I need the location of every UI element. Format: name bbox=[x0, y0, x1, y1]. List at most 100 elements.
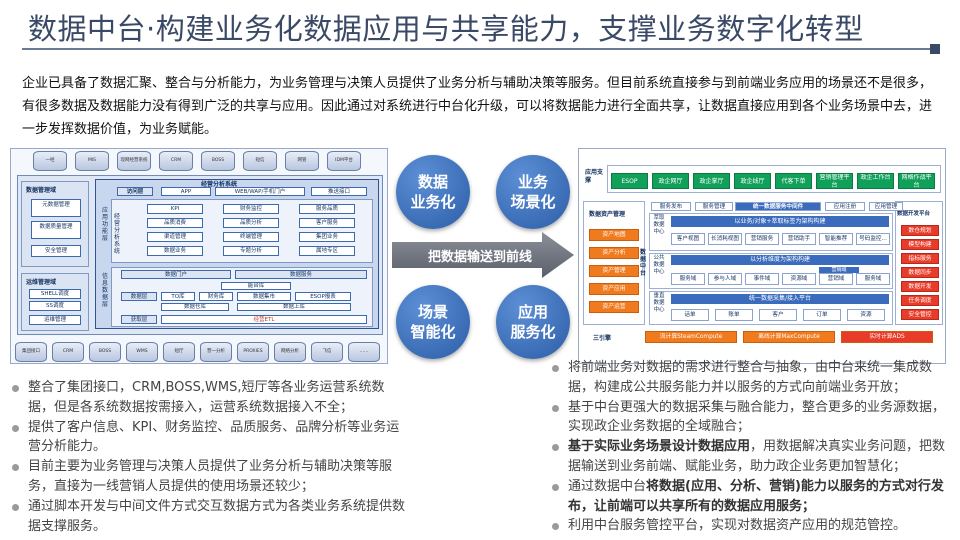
collect-layer-label: 获取层 bbox=[121, 315, 157, 324]
circle-4-line2: 服务化 bbox=[510, 323, 556, 341]
circle-1-line1: 数据 bbox=[417, 173, 448, 191]
app-support-item: 政企线厅 bbox=[734, 173, 771, 189]
extract-item: 营销服务 bbox=[745, 233, 779, 245]
bottom-source-db: 网络分析 bbox=[274, 342, 306, 362]
shell-scheduling: SHELL调度 bbox=[29, 289, 81, 299]
data-layer-item: TO库 bbox=[161, 292, 195, 301]
current-state-bullets: 整合了集团接口，CRM,BOSS,WMS,短厅等各业务运营系统数据，但是各系统数… bbox=[10, 378, 408, 536]
middleware-tab: 应用管理 bbox=[869, 202, 903, 211]
bottom-source-db: WMS bbox=[126, 342, 158, 362]
function-item: 服务品质 bbox=[299, 204, 355, 214]
top-source-db: BOSS bbox=[201, 151, 235, 171]
public-center bbox=[649, 253, 893, 289]
public-item: 营销域 bbox=[819, 273, 853, 285]
page-title: 数据中台·构建业务化数据应用与共享能力，支撑业务数字化转型 bbox=[28, 12, 864, 46]
asset-title: 数据资产管理 bbox=[589, 211, 626, 218]
access-layer-item: APP bbox=[161, 187, 211, 196]
top-source-db: 一经 bbox=[33, 151, 67, 171]
data-middle-platform-diagram: 应用支撑 数据资产管理 数据开发平台 数据中台 萃取数据中心 以业务/对象+萃取… bbox=[578, 148, 946, 364]
function-item: 财务监控 bbox=[223, 204, 279, 214]
asset-item: 资产分析 bbox=[589, 247, 639, 259]
vertical-item: 话单 bbox=[671, 309, 709, 321]
circle-data-businessization: 数据业务化 bbox=[396, 155, 470, 229]
middleware-tab: 统一数据服务中间件 bbox=[735, 202, 821, 211]
app-support-item: 政企工作台 bbox=[857, 173, 894, 189]
etl-bar: 经营ETL bbox=[161, 315, 367, 324]
security-management: 安全管理 bbox=[31, 245, 81, 257]
dev-item: 数据同步 bbox=[901, 267, 939, 278]
bottom-source-db: PROXIES bbox=[237, 342, 269, 362]
asset-item: 资产管理 bbox=[589, 265, 639, 277]
function-item: KPI bbox=[147, 204, 203, 214]
circle-scenario-intelligence: 场景智能化 bbox=[396, 285, 470, 359]
metadata-management: 元数据管理 bbox=[31, 199, 81, 217]
vertical-center bbox=[649, 291, 893, 325]
data-layer-item: 数据层 bbox=[121, 292, 157, 301]
engine-item: 实时计算ADS bbox=[841, 331, 933, 343]
bottom-source-db: …… bbox=[348, 342, 380, 362]
vertical-item: 资源 bbox=[847, 309, 885, 321]
center-arrow-text: 把数据输送到前线 bbox=[427, 250, 532, 265]
bi-system-side-label: 应用功能层 bbox=[101, 207, 108, 242]
function-item: 品质分析 bbox=[223, 218, 279, 228]
data-layer-item: 财务库 bbox=[199, 292, 233, 301]
dev-item: 指标服务 bbox=[901, 253, 939, 264]
app-support-item: 网格作战平台 bbox=[898, 173, 935, 189]
dev-item: 任务调度 bbox=[901, 295, 939, 306]
data-upper-db: 数据上库 bbox=[237, 303, 351, 311]
app-support-item: 营销管理平台 bbox=[816, 173, 853, 189]
engine-item: 流计算SteamCompute bbox=[645, 331, 737, 343]
public-item: 服务域 bbox=[856, 273, 890, 285]
extract-item: 客户视图 bbox=[671, 233, 705, 245]
right-bullet-item: 基于实际业务场景设计数据应用，用数据解决真实业务问题，把数据输送到业务前端、赋能… bbox=[550, 437, 948, 477]
dev-item: 数仓规划 bbox=[901, 225, 939, 236]
left-bullet-item: 提供了客户信息、KPI、财务监控、品质服务、品牌分析等业务运营分析能力。 bbox=[10, 418, 408, 458]
right-bullet-item: 利用中台服务管控平台，实现对数据资产应用的规范管控。 bbox=[550, 516, 948, 536]
data-management-title: 数据管理域 bbox=[26, 187, 57, 194]
app-support-label: 应用支撑 bbox=[585, 169, 604, 184]
left-bullet-item: 整合了集团接口，CRM,BOSS,WMS,短厅等各业务运营系统数据，但是各系统数… bbox=[10, 378, 408, 418]
circle-business-scenario: 业务场景化 bbox=[496, 155, 570, 229]
dev-panel bbox=[895, 201, 943, 325]
data-service: 数据服务 bbox=[235, 270, 367, 279]
function-layer-label: 经营分析系统 bbox=[113, 213, 120, 255]
right-bullet-item: 将前端业务对数据的需求进行整合与抽象，由中台来统一集成数据，构建成公共服务能力并… bbox=[550, 358, 948, 398]
function-item: 品质消费 bbox=[147, 218, 203, 228]
asset-item: 资产应用 bbox=[589, 283, 639, 295]
public-center-bar: 以分析维度为架构构建 bbox=[671, 255, 889, 265]
right-bullet-strong: 将数据(应用、分析、营销)能力以服务的方式对行发布，让前端可以共享所有的数据应用… bbox=[568, 478, 944, 514]
circle-3-line2: 智能化 bbox=[410, 323, 456, 341]
dev-item: 数据开发 bbox=[901, 281, 939, 292]
app-support-item: 政企网厅 bbox=[652, 173, 689, 189]
top-source-db: 短信 bbox=[243, 151, 277, 171]
app-support-item: 政企掌厅 bbox=[693, 173, 730, 189]
extract-item: 长消耗视图 bbox=[708, 233, 742, 245]
extract-center-bar: 以业务/对象+萃取标签为架构构建 bbox=[671, 216, 889, 227]
center-arrow-icon bbox=[392, 232, 574, 278]
ss-scheduling: SS调度 bbox=[29, 301, 81, 311]
ops-management-title: 运维管理域 bbox=[26, 279, 57, 286]
title-accent-square bbox=[930, 44, 940, 54]
top-source-db: MIS bbox=[75, 151, 109, 171]
asset-item: 资产运营 bbox=[589, 301, 639, 313]
bottom-source-db: 营一分析 bbox=[200, 342, 232, 362]
app-support-item: 代客下单 bbox=[775, 173, 812, 189]
data-layer-side-label: 信息数据层 bbox=[101, 273, 108, 308]
top-source-db: IDM平台 bbox=[327, 151, 361, 171]
asset-item: 资产地图 bbox=[589, 229, 639, 241]
function-item: 数据业务 bbox=[147, 246, 203, 256]
circle-4-line1: 应用 bbox=[517, 303, 548, 321]
right-bullet-item: 通过数据中台将数据(应用、分析、营销)能力以服务的方式对行发布，让前端可以共享所… bbox=[550, 477, 948, 517]
asset-panel bbox=[583, 201, 645, 325]
left-bullet-item: 通过脚本开发与中间文件方式交互数据方式为各类业务系统提供数据支撑服务。 bbox=[10, 497, 408, 537]
vertical-item: 账单 bbox=[715, 309, 753, 321]
function-item: 渠道管理 bbox=[147, 232, 203, 242]
data-layer-item: ESOP报表 bbox=[295, 292, 351, 301]
top-source-db: 现网经营系统 bbox=[117, 151, 151, 171]
access-layer-item: 访问层 bbox=[117, 187, 153, 196]
middle-platform-label: 数据中台 bbox=[639, 249, 646, 277]
middleware-tab: 服务管理 bbox=[695, 202, 733, 211]
right-bullet-item: 基于中台更强大的数据采集与融合能力，整合更多的业务源数据，实现政企业务数据的全域… bbox=[550, 398, 948, 438]
right-bullet-post: ，用数据解决真实业务问题，把数据输送到业务前端、赋能业务，助力政企业务更加智慧化… bbox=[568, 439, 946, 474]
public-item: 参与人域 bbox=[708, 273, 742, 285]
